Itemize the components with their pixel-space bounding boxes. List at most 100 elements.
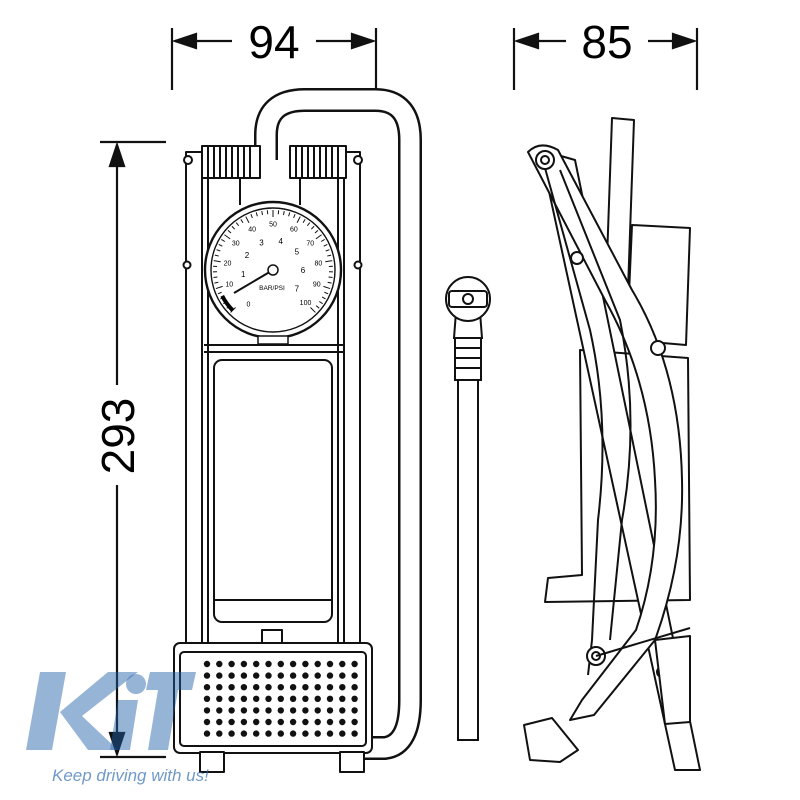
- pedal-arm: [527, 144, 684, 721]
- gauge-psi-label: 10: [225, 282, 233, 289]
- grille-hole: [302, 672, 309, 679]
- grille-hole: [351, 695, 358, 702]
- grille-hole: [302, 695, 309, 702]
- grille-hole: [326, 684, 334, 691]
- dimension-label-height: 293: [92, 398, 144, 475]
- grille-hole: [240, 707, 248, 714]
- grille-hole: [216, 695, 223, 702]
- grille-hole: [265, 695, 272, 702]
- dimension-height: [100, 140, 166, 759]
- grille-hole: [277, 684, 284, 691]
- grille-hole: [339, 695, 346, 702]
- grille-hole: [314, 660, 321, 668]
- frame-rail-left: [185, 151, 203, 653]
- frame-rail-right: [343, 151, 361, 653]
- grille-hole: [302, 660, 309, 668]
- gauge-tick: [214, 281, 219, 284]
- grille-hole: [253, 684, 260, 691]
- grille-hole: [351, 730, 358, 737]
- dimension-label-side-width: 85: [581, 16, 632, 68]
- gauge-tick: [319, 301, 323, 305]
- grille-hole: [240, 695, 248, 702]
- gauge-psi-label: 70: [306, 240, 314, 247]
- gauge-psi-label: 60: [290, 227, 298, 234]
- grille-hole: [203, 707, 211, 714]
- grille-hole: [339, 730, 346, 737]
- dimension-front-width: [170, 28, 378, 90]
- gauge-psi-label: 100: [300, 300, 312, 307]
- grille-hole: [228, 730, 235, 737]
- grille-hole: [253, 718, 260, 726]
- grille-hole: [216, 707, 223, 714]
- grille-hole: [302, 718, 309, 726]
- gauge-tick: [315, 234, 322, 240]
- grille-hole: [289, 695, 297, 702]
- gauge-tick: [302, 219, 306, 223]
- gauge-tick-marks: [213, 210, 333, 313]
- vent-grille: [203, 660, 358, 737]
- grille-hole: [265, 684, 272, 691]
- grille-hole: [216, 672, 223, 679]
- gauge-psi-label: 50: [269, 222, 277, 229]
- gauge-tick: [213, 276, 218, 279]
- grille-hole: [228, 684, 235, 691]
- grille-hole: [216, 730, 223, 737]
- grille-hole: [314, 684, 321, 691]
- gauge-tick: [310, 225, 315, 230]
- grille-hole: [228, 707, 235, 714]
- grille-hole: [314, 718, 321, 726]
- grille-hole: [326, 707, 334, 714]
- grille-hole: [326, 660, 334, 668]
- foot-pad: [523, 717, 579, 763]
- gauge-tick: [327, 254, 332, 257]
- gauge-tick: [221, 239, 226, 242]
- gauge-psi-label: 30: [232, 240, 240, 247]
- grille-hole: [314, 707, 321, 714]
- grille-hole: [326, 672, 334, 679]
- gauge-zero-band: [220, 294, 235, 312]
- gauge-tick: [231, 225, 236, 230]
- gauge-tick: [323, 285, 331, 290]
- grille-hole: [339, 718, 346, 726]
- gauge-tick: [216, 249, 221, 252]
- grille-hole: [277, 730, 284, 737]
- gauge-psi-label: 90: [313, 282, 321, 289]
- grille-hole: [277, 718, 284, 726]
- gauge-tick: [325, 260, 333, 263]
- gauge-bar-label: 3: [259, 238, 264, 247]
- gauge-bar-label: 7: [295, 284, 300, 293]
- grille-hole: [265, 660, 272, 668]
- grille-hole: [302, 684, 309, 691]
- dimension-side-width: [512, 28, 699, 90]
- gauge-tick: [325, 249, 330, 252]
- gauge-tick: [283, 210, 285, 216]
- gauge-bar-label: 5: [295, 248, 300, 257]
- gauge-tick: [328, 276, 333, 279]
- kit-tagline: Keep driving with us!: [52, 766, 209, 785]
- grille-hole: [265, 718, 272, 726]
- grille-hole: [326, 718, 334, 726]
- gauge-tick: [310, 307, 316, 313]
- gauge-tick: [261, 210, 263, 216]
- gauge-tick: [245, 216, 250, 224]
- kit-logo: [26, 672, 196, 750]
- grille-hole: [277, 707, 284, 714]
- gauge-tick: [218, 244, 223, 247]
- grille-hole: [240, 730, 248, 737]
- grille-hole: [253, 660, 260, 668]
- grille-hole: [289, 718, 297, 726]
- grille-hole: [228, 718, 235, 726]
- grille-hole: [351, 660, 358, 668]
- grille-hole: [228, 695, 235, 702]
- dimension-label-front-width: 94: [248, 16, 299, 68]
- grille-hole: [339, 660, 346, 668]
- grille-hole: [326, 730, 334, 737]
- gauge-tick: [315, 305, 320, 309]
- gauge-tick: [321, 296, 326, 300]
- grille-hole: [240, 684, 248, 691]
- gauge-needle: [233, 269, 274, 294]
- gauge-tick: [288, 212, 291, 217]
- pump-side-view: [523, 117, 701, 771]
- hose-chuck: [445, 276, 491, 741]
